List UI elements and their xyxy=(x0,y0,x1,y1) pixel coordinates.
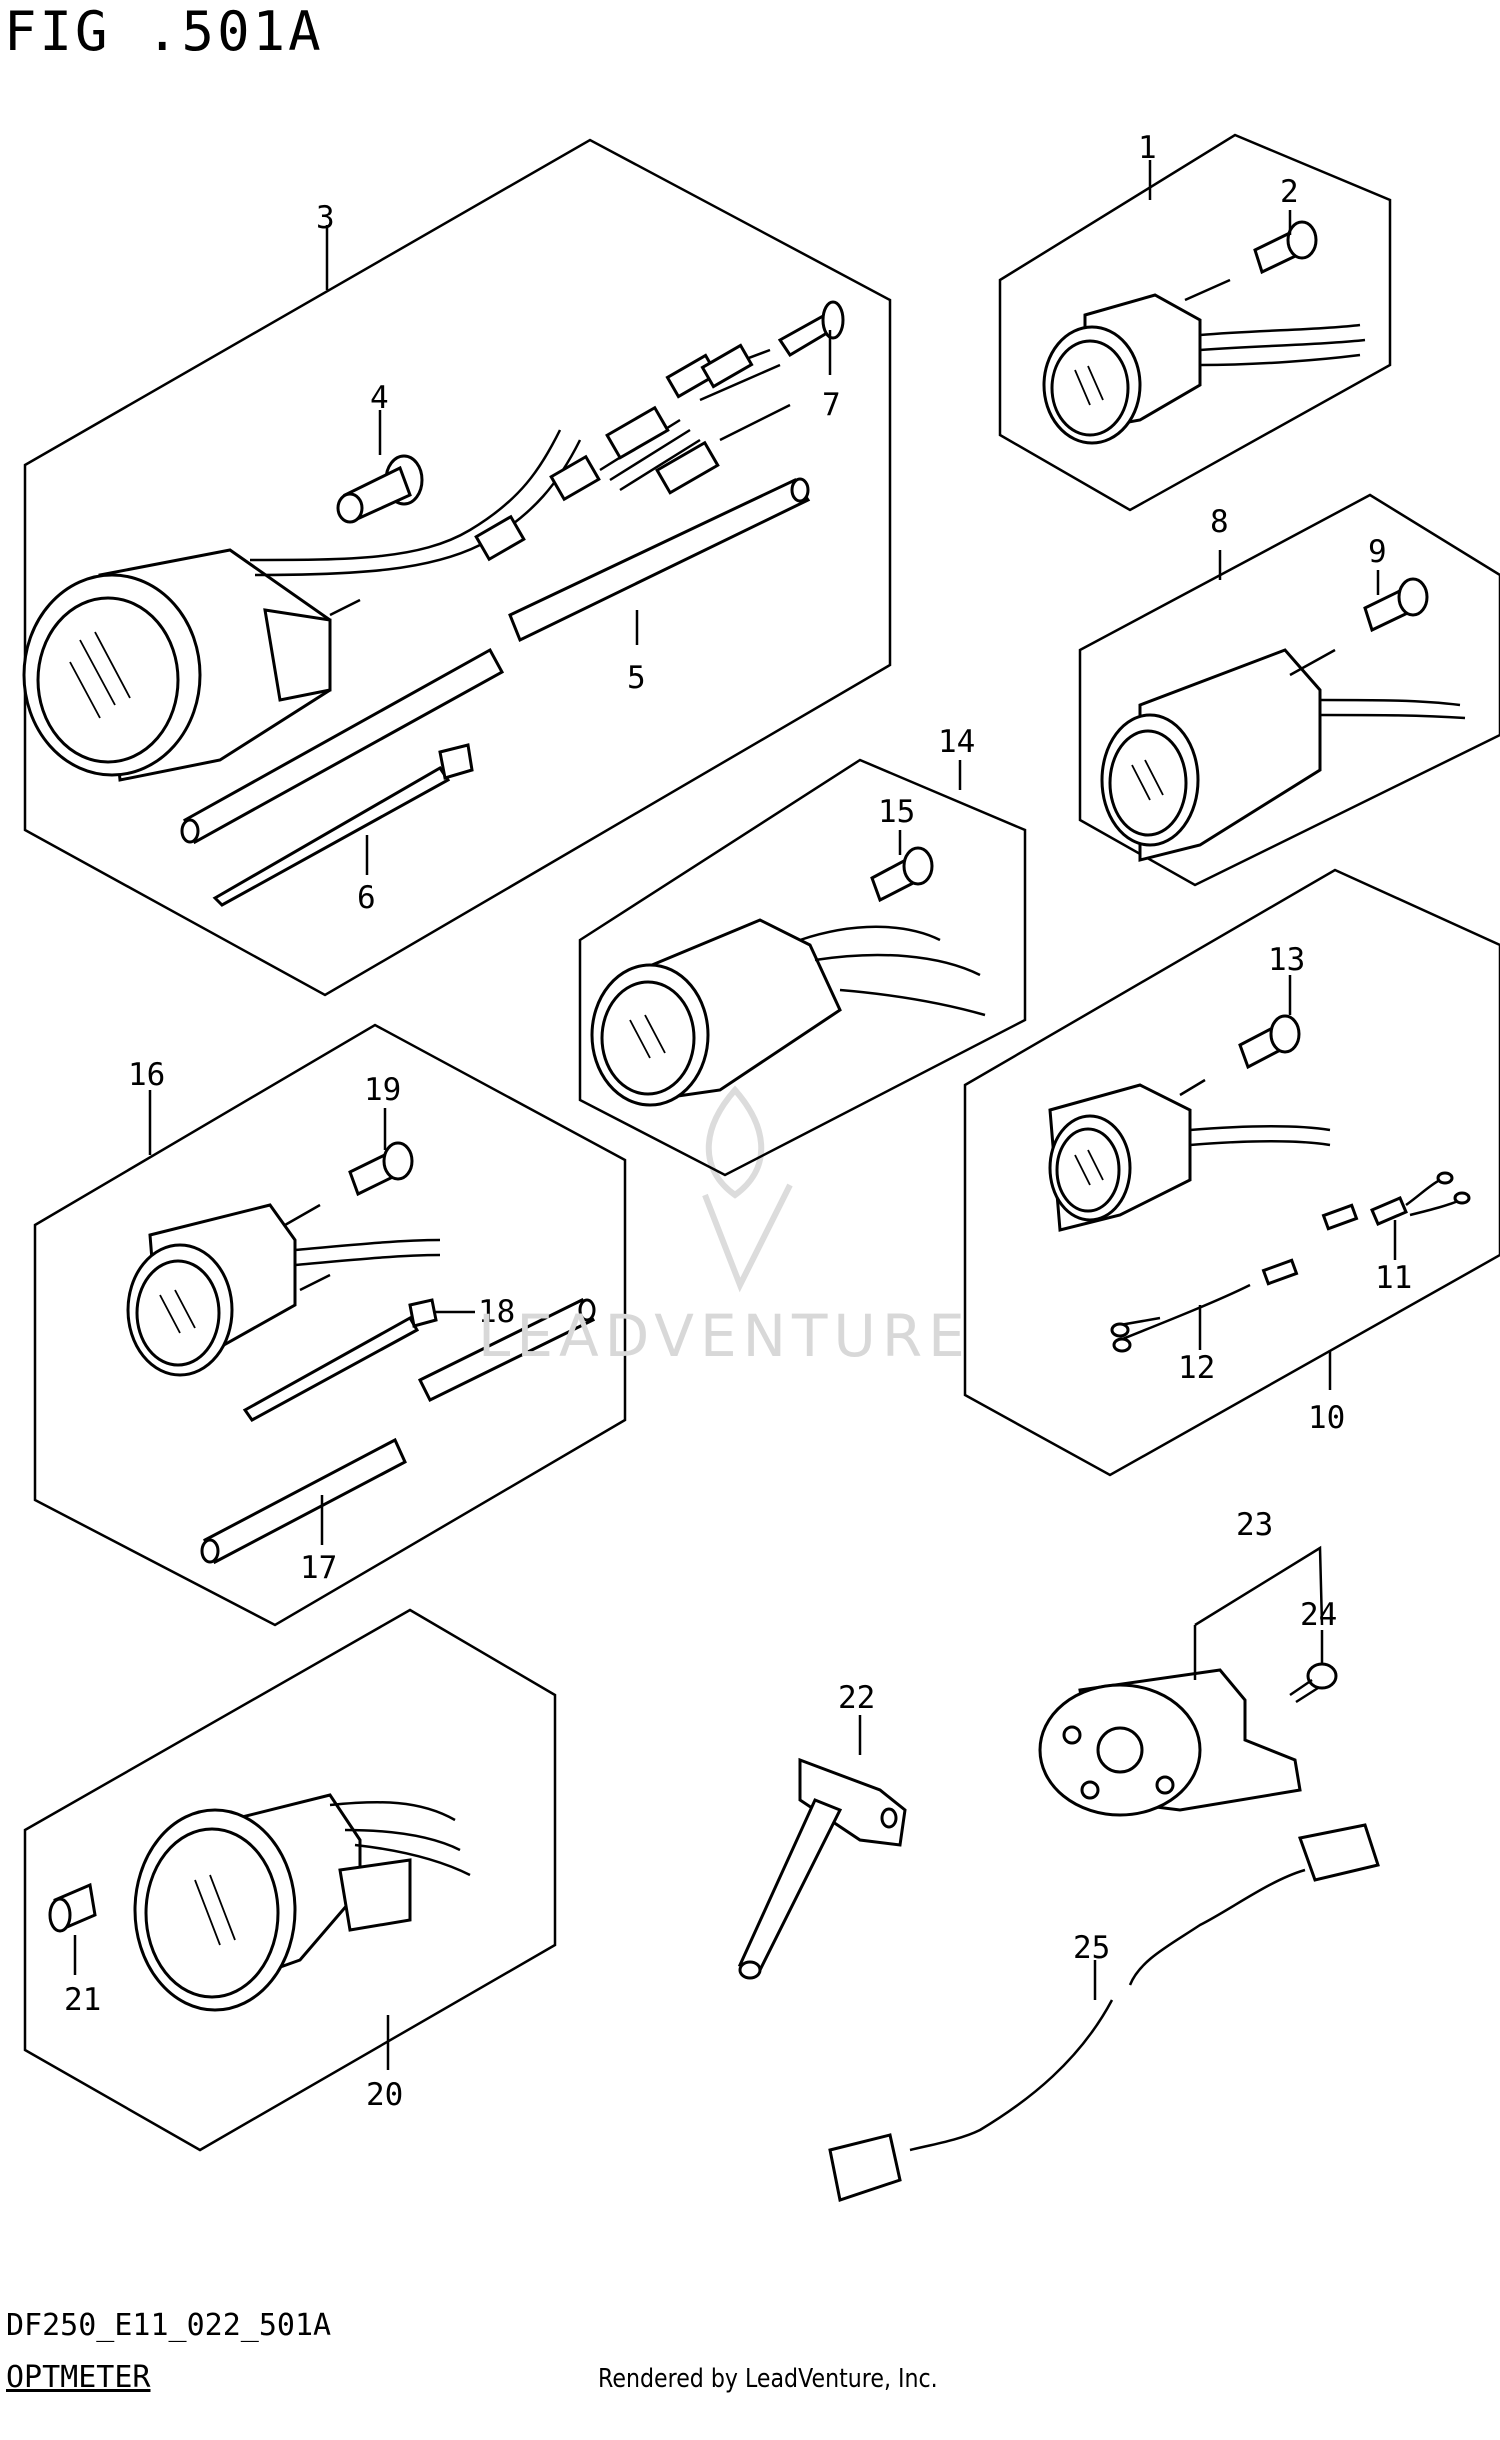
callout-10: 10 xyxy=(1308,1400,1345,1436)
group-box-1 xyxy=(998,133,1392,512)
callout-13: 13 xyxy=(1268,942,1305,978)
callout-21: 21 xyxy=(64,1982,101,2018)
screw-24 xyxy=(1289,1662,1338,1704)
bulb-2 xyxy=(1253,220,1318,275)
tube-5 xyxy=(180,477,811,845)
callout-18: 18 xyxy=(478,1294,515,1330)
callout-14: 14 xyxy=(938,724,975,760)
bulb-21 xyxy=(48,1882,97,1933)
callout-19: 19 xyxy=(364,1072,401,1108)
watermark-logo-icon xyxy=(702,1085,793,1293)
callout-7: 7 xyxy=(822,387,841,423)
group-box-10 xyxy=(963,868,1500,1477)
figure-code: DF250_E11_022_501A xyxy=(6,2308,332,2343)
harness-11 xyxy=(1370,1171,1471,1226)
callout-1: 1 xyxy=(1138,130,1157,166)
bulb-4 xyxy=(336,454,424,524)
gauge-16 xyxy=(126,1203,441,1377)
gauge-14 xyxy=(590,918,986,1107)
bulb-19 xyxy=(348,1141,414,1197)
callout-12: 12 xyxy=(1178,1350,1215,1386)
gauge-8 xyxy=(1100,648,1466,862)
harness-25 xyxy=(828,1823,1380,2202)
callout-6: 6 xyxy=(357,880,376,916)
group-box-16 xyxy=(33,1023,627,1627)
callout-22: 22 xyxy=(838,1680,875,1716)
gauge-10 xyxy=(1048,1078,1331,1232)
harness-12 xyxy=(1110,1203,1359,1353)
leader-lines xyxy=(73,160,1397,2070)
figure-name: OPTMETER xyxy=(6,2360,151,2395)
gauge-3 xyxy=(22,343,791,782)
cable-tie-18 xyxy=(242,1298,438,1422)
callout-20: 20 xyxy=(366,2077,403,2113)
terminal-7 xyxy=(777,300,845,358)
figure-title: FIG .501A xyxy=(4,0,324,63)
group-box-3 xyxy=(23,138,892,997)
callout-labels: 1 2 3 4 5 6 7 8 9 10 11 12 13 14 15 16 1… xyxy=(64,130,1412,2113)
bulb-13 xyxy=(1238,1014,1301,1070)
bulb-9 xyxy=(1363,577,1429,633)
watermark-text: LEADVENTURE xyxy=(478,1302,971,1370)
callout-2: 2 xyxy=(1280,174,1299,210)
callout-17: 17 xyxy=(300,1550,337,1586)
gauge-20 xyxy=(133,1793,471,2012)
bulb-15 xyxy=(870,846,934,903)
cable-tie-6 xyxy=(212,743,474,907)
sender-22 xyxy=(737,1757,907,1980)
callout-9: 9 xyxy=(1368,534,1387,570)
group-box-20 xyxy=(23,1608,557,2152)
tube-17 xyxy=(200,1298,596,1565)
group-box-14 xyxy=(578,758,1027,1177)
group-box-8 xyxy=(1078,493,1500,887)
callout-11: 11 xyxy=(1375,1260,1412,1296)
callout-23: 23 xyxy=(1236,1507,1273,1543)
callout-4: 4 xyxy=(370,380,389,416)
callout-8: 8 xyxy=(1210,504,1229,540)
callout-5: 5 xyxy=(627,660,646,696)
housing-23 xyxy=(1038,1668,1302,1817)
callout-15: 15 xyxy=(878,794,915,830)
callout-25: 25 xyxy=(1073,1930,1110,1966)
callout-16: 16 xyxy=(128,1057,165,1093)
callout-3: 3 xyxy=(316,200,335,236)
callout-24: 24 xyxy=(1300,1597,1337,1633)
gauge-1 xyxy=(1042,278,1366,445)
render-credit: Rendered by LeadVenture, Inc. xyxy=(598,2364,938,2394)
